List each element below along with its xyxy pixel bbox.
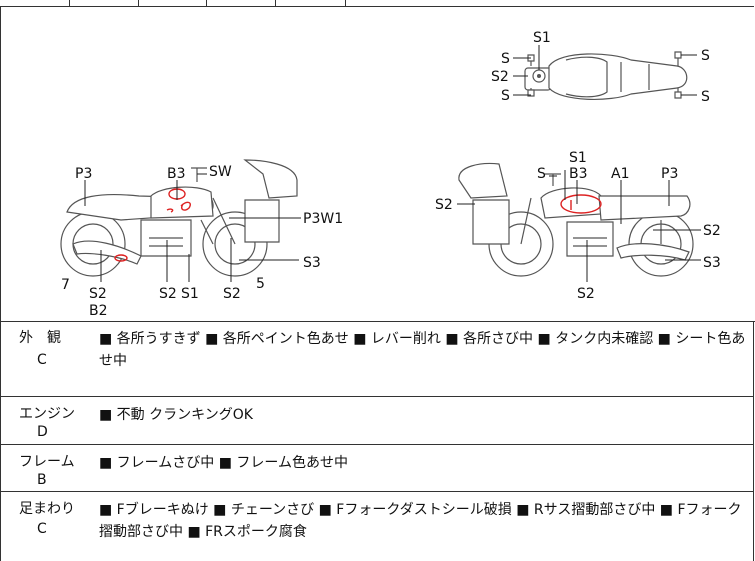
label-left-p3w1: P3W1 [303,211,343,227]
left-side-leaders [84,173,301,282]
label-right-s1: S1 [569,150,587,166]
label-left-b3: B3 [167,166,186,182]
label-right-s3: S3 [703,255,721,271]
header-cell [0,0,276,6]
label-top-s-left-top: S [501,51,510,67]
label-top-s-right-bottom: S [701,89,710,105]
label-top-s2-left: S2 [491,69,509,85]
section-category: フレーム [19,454,75,470]
section-grade: D [37,424,48,440]
section-engine: エンジン D ■ 不動 クランキングOK [0,397,754,445]
label-left-s1: S1 [181,286,199,302]
section-suspension: 足まわり C ■ Fブレーキぬけ ■ チェーンさび ■ Fフォークダストシール破… [0,492,754,561]
label-right-b3: B3 [569,166,588,182]
section-exterior: 外 観 C ■ 各所うすきず ■ 各所ペイント色あせ ■ レバー削れ ■ 各所さ… [0,321,754,397]
header-cell [0,0,346,6]
label-left-5: 5 [256,276,265,292]
label-top-s-right-top: S [701,48,710,64]
right-side-damage-marks [560,194,602,214]
section-grade: C [37,521,47,537]
section-category: 足まわり [19,501,75,517]
label-left-7: 7 [61,277,70,293]
label-left-p3: P3 [75,166,92,182]
motorcycle-diagram: S1 S S2 S S S [60,30,721,319]
label-right-p3: P3 [661,166,678,182]
section-description: ■ 各所うすきず ■ 各所ペイント色あせ ■ レバー削れ ■ 各所さび中 ■ タ… [99,331,746,369]
section-frame: フレーム B ■ フレームさび中 ■ フレーム色あせ中 [0,445,754,492]
section-category: 外 観 [19,330,61,346]
header-strip [0,0,754,7]
header-cell [0,0,70,6]
section-grade: C [37,352,47,368]
section-description: ■ Fブレーキぬけ ■ チェーンさび ■ Fフォークダストシール破損 ■ Rサス… [99,502,742,540]
label-left-s2-front: S2 [89,286,107,302]
label-left-s2-mid: S2 [159,286,177,302]
label-right-s: S [537,166,546,182]
left-side-motorcycle [60,159,298,277]
label-left-sw: SW [209,164,232,180]
section-description: ■ フレームさび中 ■ フレーム色あせ中 [99,455,348,471]
section-description: ■ 不動 クランキングOK [99,407,253,423]
section-category: エンジン [19,406,75,422]
right-side-leaders [457,170,701,282]
label-top-s1: S1 [533,30,551,46]
label-right-s2-right: S2 [703,223,721,239]
section-grade: B [37,472,47,488]
header-cell [0,0,207,6]
label-left-b2: B2 [89,303,108,319]
label-right-a1: A1 [611,166,629,182]
label-top-s-left-bottom: S [501,88,510,104]
header-cell [0,0,139,6]
damage-diagram: S1 S S2 S S S [0,7,755,322]
label-right-s2-bottom: S2 [577,286,595,302]
label-right-s2-left: S2 [435,197,453,213]
top-view-leaders [513,45,697,96]
top-view-motorcycle [524,51,688,100]
label-left-s2-rear: S2 [223,286,241,302]
label-left-s3: S3 [303,255,321,271]
